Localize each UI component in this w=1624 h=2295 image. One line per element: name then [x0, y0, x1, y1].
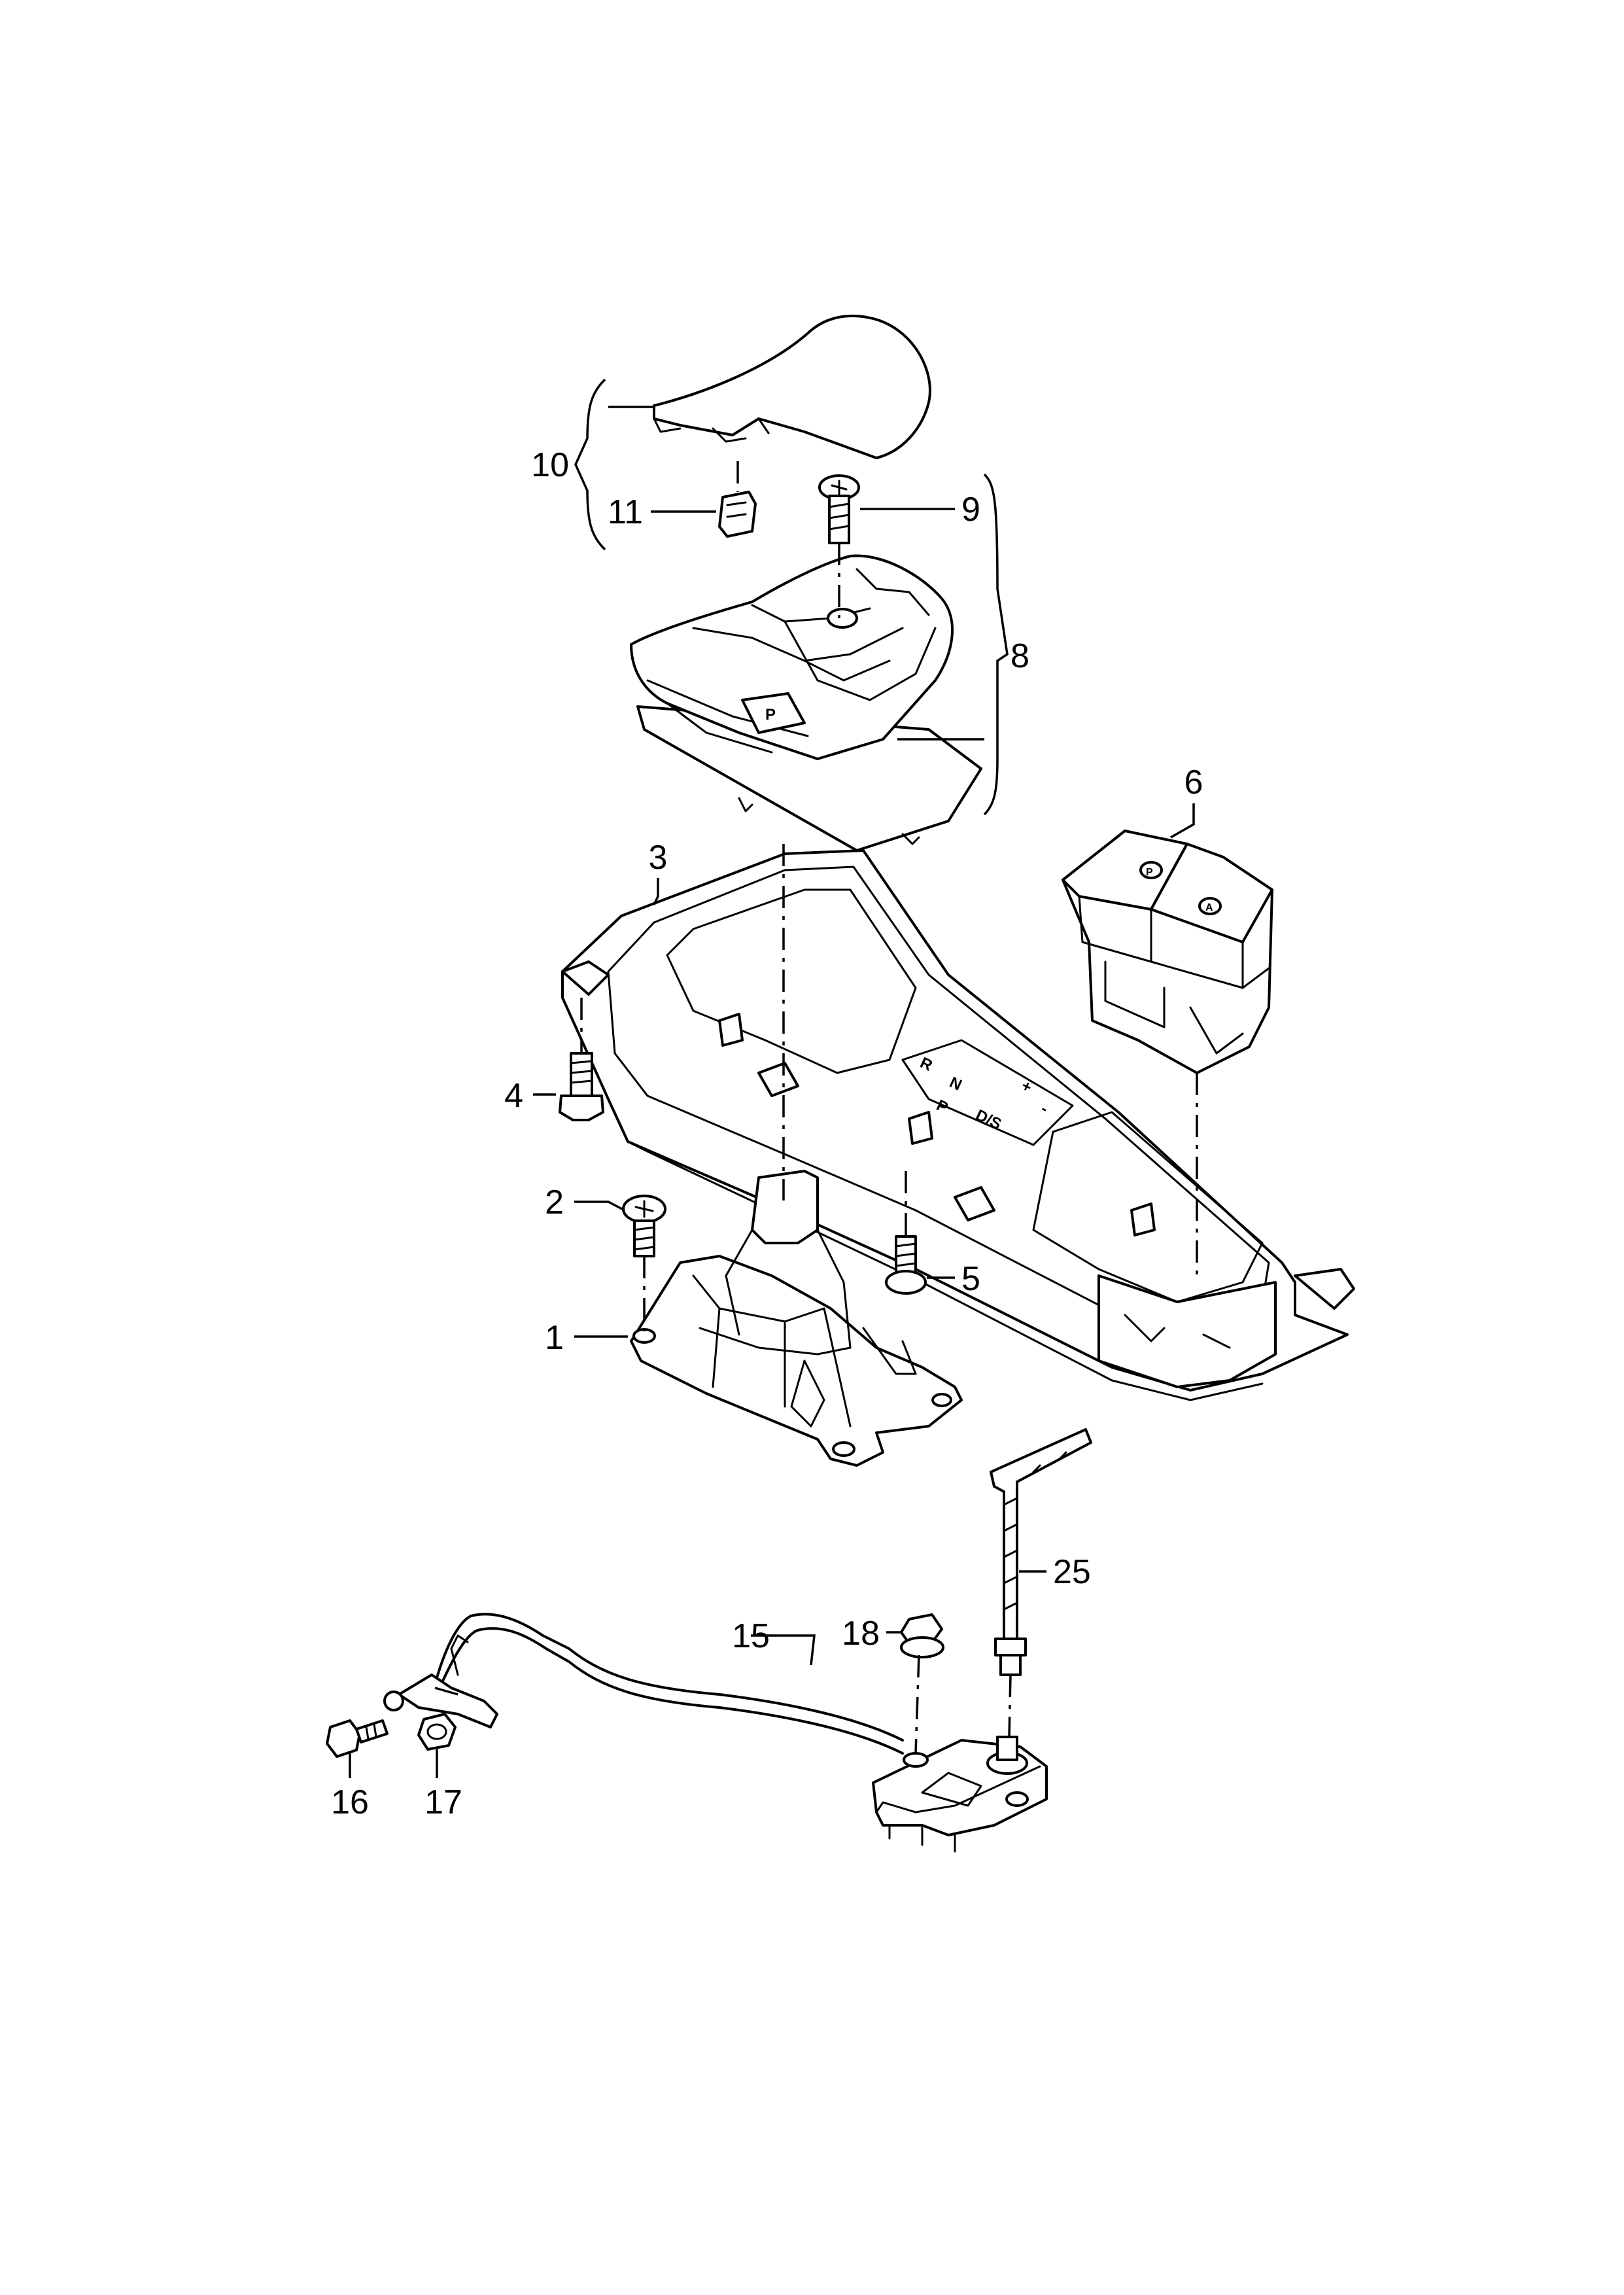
park-button-label: P — [765, 706, 776, 724]
console-housing-part: R N P D/S + - — [561, 849, 1355, 1401]
assembly-line-18 — [914, 1655, 920, 1754]
callout-15: 15 — [732, 1617, 770, 1655]
screw-2-part — [622, 1195, 666, 1257]
screw-9-part — [818, 474, 860, 544]
callout-9: 9 — [961, 491, 980, 529]
callout-11: 11 — [608, 493, 643, 531]
callout-17: 17 — [424, 1783, 462, 1821]
bolt-4-part — [559, 1052, 604, 1121]
cover-trim-part — [653, 314, 931, 459]
bolt-16-part — [326, 1719, 389, 1758]
callout-10: 10 — [531, 446, 569, 484]
shift-mechanism-part — [630, 1170, 963, 1467]
callout-6: 6 — [1184, 763, 1203, 801]
cable-part — [383, 1613, 904, 1755]
callout-2: 2 — [545, 1183, 564, 1221]
leader-lines — [349, 378, 1195, 1778]
nut-17-part — [417, 1713, 457, 1751]
assembly-line-25 — [1008, 1674, 1012, 1738]
selector-housing-part: P — [630, 554, 982, 852]
park-switch-label: P — [1146, 867, 1153, 878]
park-switch-icon — [1139, 861, 1163, 879]
auto-hold-switch-label: A — [1205, 902, 1213, 913]
cable-actuator-part — [872, 1736, 1048, 1853]
callout-1: 1 — [545, 1319, 564, 1357]
bracket-10 — [574, 378, 606, 551]
callout-18: 18 — [842, 1615, 880, 1653]
nut-18-part — [900, 1613, 944, 1658]
callout-8: 8 — [1011, 637, 1029, 675]
auto-hold-switch-icon — [1198, 897, 1222, 915]
park-button — [741, 692, 806, 734]
extension-rod-part — [990, 1428, 1092, 1676]
callout-3: 3 — [649, 839, 668, 877]
callout-5: 5 — [961, 1260, 980, 1298]
clip-part — [718, 491, 757, 538]
callout-16: 16 — [331, 1783, 369, 1821]
callout-4: 4 — [504, 1077, 523, 1115]
switch-module-part: P A — [1062, 830, 1273, 1074]
screw-5-part — [885, 1235, 927, 1295]
callout-25: 25 — [1053, 1553, 1091, 1591]
bracket-8 — [983, 473, 1009, 816]
